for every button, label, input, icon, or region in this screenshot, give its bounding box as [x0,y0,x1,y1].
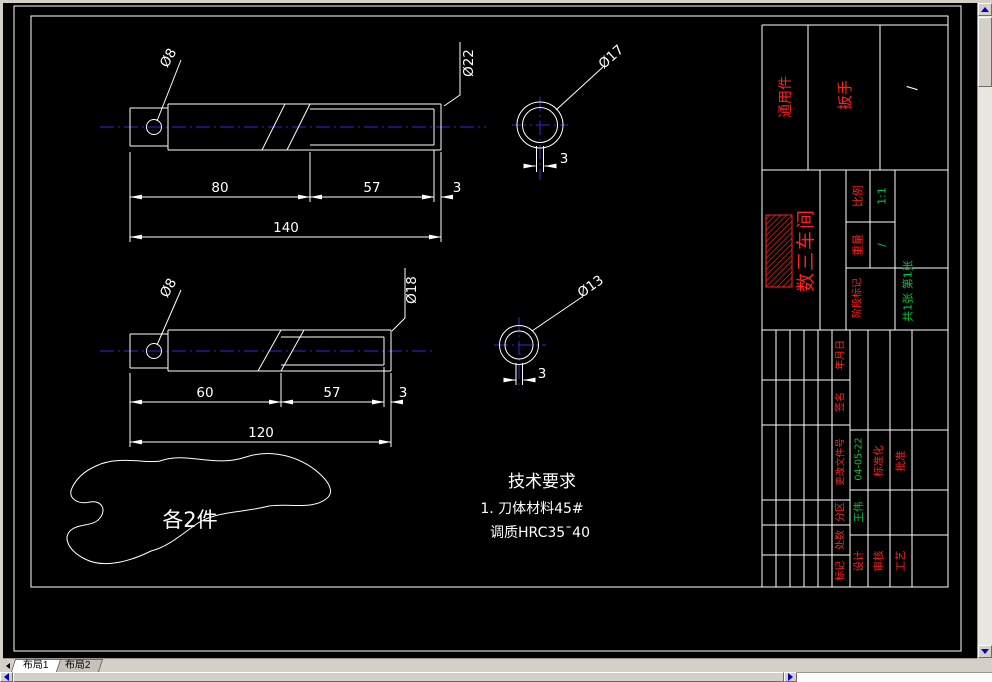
titleblock-check-label: 审核 [872,550,885,571]
left-arrow-icon [4,673,9,681]
quantity-note: 各2件 [162,508,217,532]
dim-label-p1-3: 3 [453,180,462,196]
rev-header-zone: 分区 [835,502,847,522]
title-block: 通用件 扳手 / 数三车间 比例 1:1 重量 / 阶段标记 共1张 第1张 年… [761,24,948,587]
titleblock-process-label: 工艺 [895,551,907,572]
statusbar-filler [797,672,992,682]
tab-scroll-left-button[interactable] [3,659,13,672]
rev-header-signature: 签名 [834,392,847,412]
scroll-right-button[interactable] [784,672,797,682]
rev-header-mark: 标记 [835,561,847,581]
titleblock-company: 数三车间 [795,208,817,292]
rev-header-date: 年月日 [834,340,847,370]
part1-section-hatch [261,103,311,151]
titleblock-approve-label: 批准 [894,451,907,472]
rev-header-count: 处数 [834,530,847,550]
titleblock-scale-value: 1:1 [876,187,889,205]
part2-pin-hole [146,343,162,359]
dim-label-p2-outer: Ø18 [404,276,420,304]
part2-section-hatch [257,329,305,372]
layout-tabbar: 布局1 布局2 [3,658,977,672]
titleblock-part-name: 扳手 [836,80,854,110]
titleblock-scale-label: 比例 [851,185,865,207]
scroll-down-button[interactable] [978,645,992,658]
part1-hole-leader [156,59,182,122]
h-scroll-track[interactable] [13,672,784,682]
titleblock-design-label: 设计 [852,550,865,571]
v-scroll-thumb[interactable] [978,17,992,87]
part1-side-view: Ø8 Ø22 80 57 3 140 [100,42,486,242]
cad-drawing: Ø8 Ø22 80 57 3 140 Ø17 3 Ø8 Ø18 60 57 [13,5,962,652]
tab-scroll-left-icon [6,662,10,669]
dim-label-p2-60: 60 [196,385,213,401]
tech-requirement-line1: 1. 刀体材料45# [480,501,583,517]
rev-header-change-file-no: 更改文件号 [835,438,847,486]
scroll-left-button[interactable] [0,672,13,682]
titleblock-drawing-number: / [906,85,921,90]
titleblock-design-date: 04-05-22 [854,437,865,480]
titleblock-category: 通用件 [778,76,794,118]
titleblock-standardization-label: 标准化 [872,445,885,477]
part2-side-view: Ø8 Ø18 60 57 3 120 [100,268,436,447]
sheet-borders [13,5,962,652]
c1-dia-leader [555,66,604,111]
h-scrollbar[interactable] [0,672,992,682]
dim-label-c1-slot: 3 [560,151,569,167]
tech-requirement-line2: 调质HRC35¯40 [490,525,590,541]
titleblock-weight-label: 重量 [851,234,865,256]
down-arrow-icon [981,649,989,654]
up-arrow-icon [981,7,989,12]
dim-label-p1-outer: Ø22 [461,49,477,77]
part1-outer-dia-leader [443,42,461,107]
dim-label-p1-hole: Ø8 [157,46,180,71]
titleblock-design-name: 王伟 [852,502,865,523]
tech-requirements-title: 技术要求 [508,472,576,492]
part2-end-view: Ø13 3 [494,272,607,390]
dim-label-c1-dia: Ø17 [596,42,627,73]
drawing-canvas[interactable]: Ø8 Ø22 80 57 3 140 Ø17 3 Ø8 Ø18 60 57 [3,3,977,658]
dim-label-p1-80: 80 [211,180,228,196]
tab-layout1-label: 布局1 [22,660,49,671]
dim-label-p1-57: 57 [363,180,380,196]
dim-label-c2-slot: 3 [538,366,547,382]
dim-label-p2-120: 120 [248,425,274,441]
dim-label-p2-57: 57 [323,385,340,401]
titleblock-sheet-info: 共1张 第1张 [901,260,915,322]
part2-outer-dia-leader [391,268,406,332]
c2-dia-leader [531,296,583,332]
tab-layout2-label: 布局2 [64,660,90,671]
technical-requirements: 技术要求 1. 刀体材料45# 调质HRC35¯40 [480,472,590,541]
tab-layout1[interactable]: 布局1 [10,659,61,672]
part1-end-view: Ø17 3 [512,42,627,180]
v-scrollbar[interactable] [977,3,992,658]
part2-hole-leader [156,289,182,346]
titleblock-weight-value: / [876,243,889,247]
part1-pin-hole [146,119,162,135]
company-logo [765,214,793,288]
titleblock-stage-label: 阶段标记 [851,278,864,318]
wrench-outline-sketch: 各2件 [66,453,331,565]
scroll-up-button[interactable] [978,3,992,16]
dim-label-p2-hole: Ø8 [157,276,180,301]
dim-label-p2-3: 3 [399,385,408,401]
right-arrow-icon [788,673,793,681]
dim-label-c2-dia: Ø13 [575,272,607,301]
dim-label-p1-140: 140 [273,220,299,236]
